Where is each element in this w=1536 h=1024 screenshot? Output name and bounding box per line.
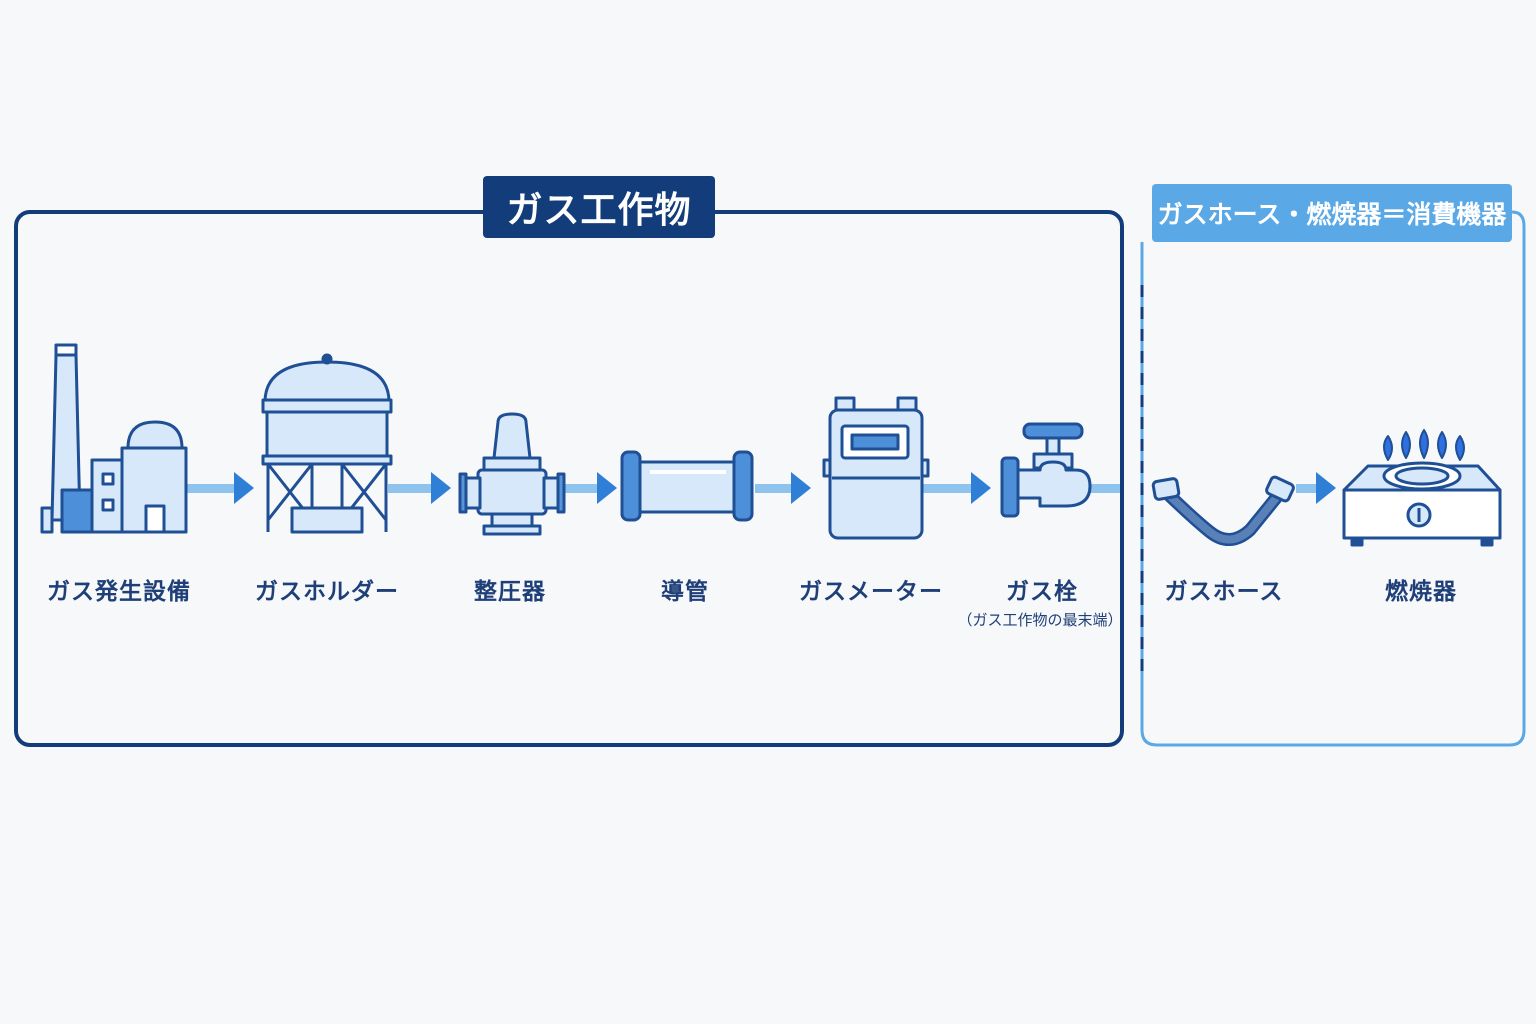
arrow-head xyxy=(971,472,991,504)
consumer-equipment-frame xyxy=(1140,210,1526,747)
label-gas-holder: ガスホルダー xyxy=(255,579,399,605)
burner-stove-icon xyxy=(1342,429,1502,547)
label-gas-meter: ガスメーター xyxy=(799,579,943,605)
label-gas-hose: ガスホース xyxy=(1164,579,1284,605)
pipe-icon xyxy=(620,450,754,522)
label-pipe: 導管 xyxy=(661,579,709,605)
arrow-head xyxy=(234,472,254,504)
gas-holder-icon xyxy=(261,353,393,534)
flow-lines xyxy=(185,484,1318,493)
gas-meter-icon xyxy=(822,396,930,540)
label-gas-valve: ガス栓 xyxy=(1006,579,1078,605)
arrow-head xyxy=(431,472,451,504)
flame-icon xyxy=(1383,429,1465,461)
label-gas-production-facility: ガス発生設備 xyxy=(47,579,191,605)
arrow-head xyxy=(597,472,617,504)
gas-structures-title: ガス工作物 xyxy=(483,176,715,238)
arrow-head xyxy=(1316,472,1336,504)
flow-arrows xyxy=(234,472,1336,504)
consumer-equipment-title: ガスホース・燃焼器＝消費機器 xyxy=(1152,184,1512,242)
gas-valve-icon xyxy=(1000,422,1092,518)
label-pressure-regulator: 整圧器 xyxy=(474,579,546,605)
gas-hose-icon xyxy=(1151,475,1295,546)
label-gas-valve-note: （ガス工作物の最末端） xyxy=(957,611,1123,629)
gas-production-facility-icon xyxy=(40,343,188,534)
pressure-regulator-icon xyxy=(458,412,566,536)
label-burner: 燃焼器 xyxy=(1385,579,1457,605)
arrow-head xyxy=(791,472,811,504)
